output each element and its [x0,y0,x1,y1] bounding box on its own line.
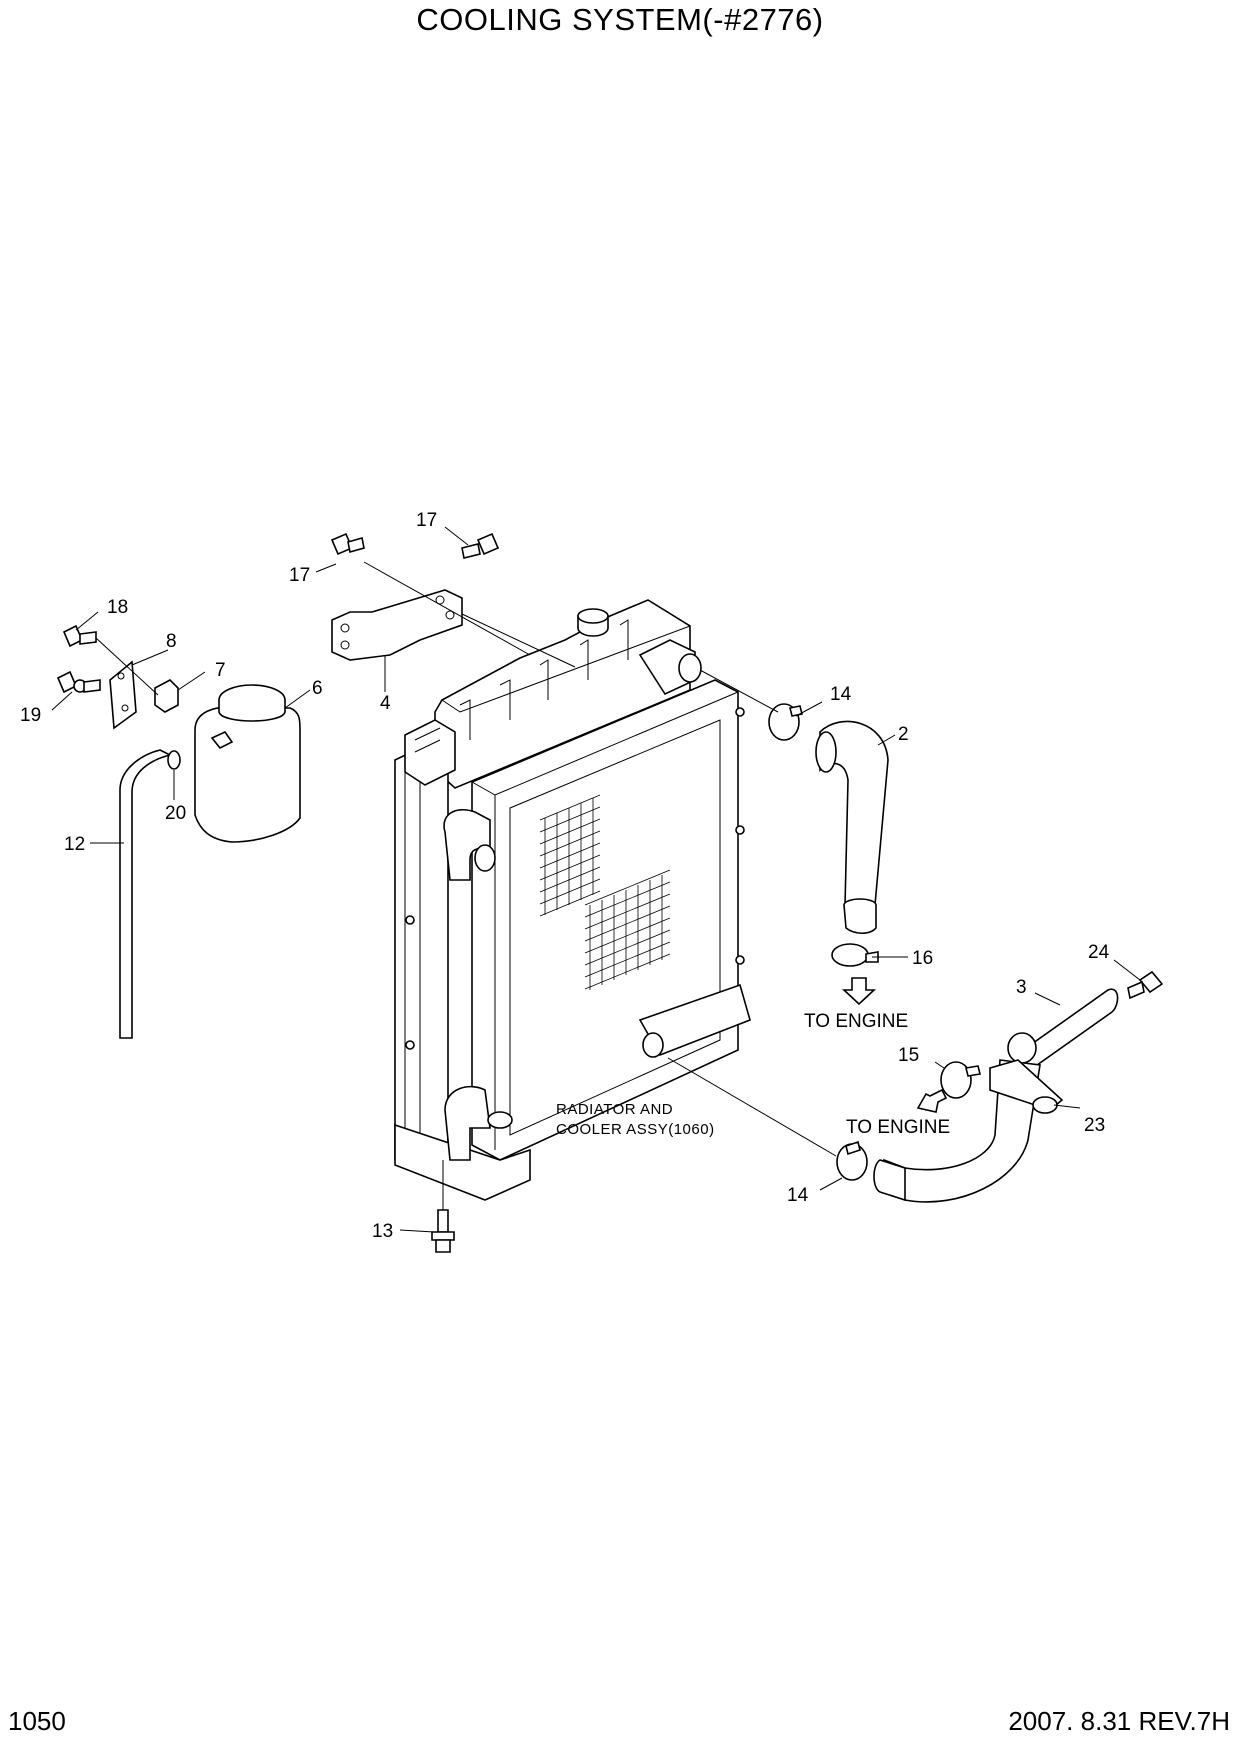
callout-20: 20 [165,803,186,824]
callout-15: 15 [898,1045,919,1066]
revision-date: 2007. 8.31 REV.7H [1008,1706,1230,1736]
page-number: 1050 [8,1706,66,1736]
callout-7: 7 [215,660,226,681]
reserve-tank [194,684,301,843]
arrow-down-icon [841,977,877,1006]
pipe-3 [873,988,1119,1203]
core-mesh-upper [539,794,601,917]
callout-4: 4 [380,693,391,714]
clamp-15 [940,1061,981,1099]
clamp-14-upper [768,703,803,741]
callout-2: 2 [898,724,909,745]
ring-20 [167,750,181,770]
core-mesh-lower [584,869,671,990]
arrow-left-down-icon [916,1088,948,1113]
bolt-17-left [330,532,365,556]
clamp-14-lower [836,1140,868,1181]
radiator-assembly [394,599,751,1201]
page-title: COOLING SYSTEM(-#2776) [416,2,824,37]
clip-7 [154,679,179,713]
callout-17-left: 17 [289,565,310,586]
callout-16: 16 [912,948,933,969]
callout-13: 13 [372,1221,393,1242]
callout-24: 24 [1088,942,1110,963]
overflow-hose [119,749,173,1039]
callout-12: 12 [64,834,85,855]
callout-19: 19 [20,705,41,726]
callout-17-top: 17 [416,510,437,531]
bolt-24 [1127,970,1164,1000]
assembly-label-line2: COOLER ASSY(1060) [556,1121,715,1138]
callout-23: 23 [1084,1115,1105,1136]
bolt-18 [62,624,97,648]
plate-8 [109,660,137,730]
callout-6: 6 [312,678,323,699]
stay-bracket [331,589,463,661]
upper-hose-2 [815,720,889,935]
assembly-label-line1: RADIATOR AND [556,1101,673,1118]
callouts: 17 17 18 8 7 6 4 19 20 12 14 2 16 24 3 1… [20,510,1110,1242]
callout-8: 8 [166,631,177,652]
callout-14-upper: 14 [830,684,852,705]
callout-14-lower: 14 [787,1185,809,1206]
leader-lines [51,526,1141,1233]
to-engine-upper-label: TO ENGINE [804,1011,908,1032]
bolt-17-right [461,532,500,559]
bolt-13 [431,1209,455,1253]
callout-3: 3 [1016,977,1027,998]
to-engine-lower-label: TO ENGINE [846,1117,950,1138]
callout-18: 18 [107,597,128,618]
clamp-16 [831,943,879,967]
bolt-19 [56,670,101,694]
